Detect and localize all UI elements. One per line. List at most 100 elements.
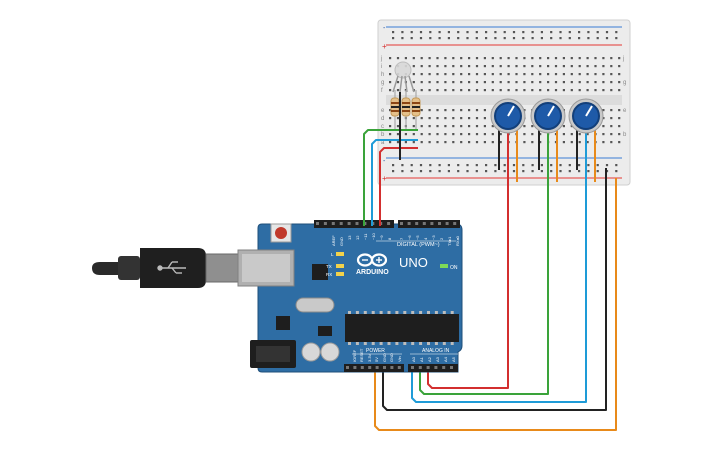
hole — [418, 366, 422, 369]
hole — [499, 57, 502, 60]
row-e-label-right: e — [623, 108, 627, 114]
hole — [436, 73, 439, 76]
hole — [427, 311, 430, 314]
reset-button[interactable] — [275, 227, 287, 239]
hole — [436, 57, 439, 60]
hole — [466, 164, 469, 167]
hole — [602, 65, 605, 68]
crystal-oscillator — [295, 297, 335, 313]
hole — [468, 65, 471, 68]
hole — [602, 89, 605, 92]
hole — [570, 73, 573, 76]
wire-pot1-a2[interactable] — [427, 148, 509, 389]
hole — [523, 73, 526, 76]
hole — [412, 81, 415, 84]
hole — [596, 164, 599, 167]
wire-5v-rail[interactable] — [374, 178, 617, 431]
hole — [483, 141, 486, 144]
hole — [618, 109, 621, 112]
wire-pot3-a0[interactable] — [411, 148, 587, 403]
row-h-label: h — [381, 72, 384, 78]
hole — [494, 37, 497, 40]
hole — [578, 133, 581, 136]
atmega-chip — [345, 314, 459, 342]
hole — [420, 141, 423, 144]
potentiometer-2[interactable] — [530, 98, 566, 170]
hole — [444, 57, 447, 60]
hole — [522, 170, 525, 173]
hole — [570, 141, 573, 144]
hole — [570, 81, 573, 84]
hole — [422, 222, 426, 225]
hole — [578, 37, 581, 40]
row-g-label-right: g — [623, 80, 626, 86]
resistors[interactable] — [390, 90, 421, 130]
hole — [444, 65, 447, 68]
resistor[interactable] — [411, 90, 421, 130]
usb-cable[interactable] — [92, 248, 239, 288]
hole — [618, 81, 621, 84]
hole — [452, 81, 455, 84]
wire-green-led[interactable] — [363, 129, 418, 222]
hole — [339, 222, 343, 225]
hole — [428, 125, 431, 128]
hole — [512, 37, 516, 40]
wire-ground-rail[interactable] — [382, 168, 607, 411]
hole — [410, 170, 413, 173]
pin-8-label: 8 — [387, 237, 392, 240]
led-tx-label: TX — [326, 264, 332, 269]
hole — [389, 117, 392, 120]
hole — [503, 170, 506, 173]
hole — [371, 311, 375, 314]
hole — [531, 125, 534, 128]
hole — [396, 133, 400, 136]
resistor[interactable] — [390, 90, 400, 130]
power-pin-labels: IOREF RESET 3.3V 5V GND GND Vin A0 A1 A2… — [352, 348, 456, 362]
hole — [615, 164, 618, 167]
pot-indicator — [547, 105, 555, 117]
hole — [570, 57, 573, 60]
digital-pin-labels: AREF GND 13 12 ~11 ~10 ~9 8 7 ~6 ~5 4 ~3… — [331, 232, 460, 246]
hole — [429, 37, 432, 40]
rgb-led[interactable] — [392, 61, 415, 93]
arduino-uno[interactable]: L TX RX ON ARDUINO UNO DIGITAL (PWM~) AR… — [237, 220, 463, 373]
hole — [594, 89, 597, 92]
hole — [375, 366, 379, 369]
hole — [428, 141, 431, 144]
pin-1-label: TX▸1 — [447, 236, 452, 246]
hole — [475, 117, 479, 120]
hole — [507, 89, 510, 92]
potentiometer-1[interactable] — [490, 98, 526, 170]
hole — [562, 81, 565, 84]
hole — [452, 57, 455, 60]
hole — [401, 170, 404, 173]
hole — [562, 141, 565, 144]
hole — [602, 141, 605, 144]
pin-a1-label: A1 — [419, 356, 424, 362]
hole — [429, 31, 432, 34]
hole — [618, 57, 621, 60]
led-leg — [408, 75, 415, 93]
hole — [368, 366, 372, 369]
wire-pot2-a1[interactable] — [419, 148, 549, 395]
hole — [559, 37, 562, 40]
hole — [554, 65, 558, 68]
hole — [507, 73, 510, 76]
hole — [392, 164, 395, 167]
hole — [396, 57, 400, 60]
hole — [610, 117, 613, 120]
hole — [570, 89, 573, 92]
hole — [436, 65, 439, 68]
hole — [475, 89, 479, 92]
hole — [401, 31, 404, 34]
hole — [468, 133, 471, 136]
wire-blue-led[interactable] — [371, 139, 418, 222]
resistor[interactable] — [401, 90, 411, 130]
hole — [523, 133, 526, 136]
hole — [483, 57, 486, 60]
hole — [554, 73, 558, 76]
hole — [438, 37, 441, 40]
hole — [475, 73, 479, 76]
on-label: ON — [450, 265, 458, 271]
